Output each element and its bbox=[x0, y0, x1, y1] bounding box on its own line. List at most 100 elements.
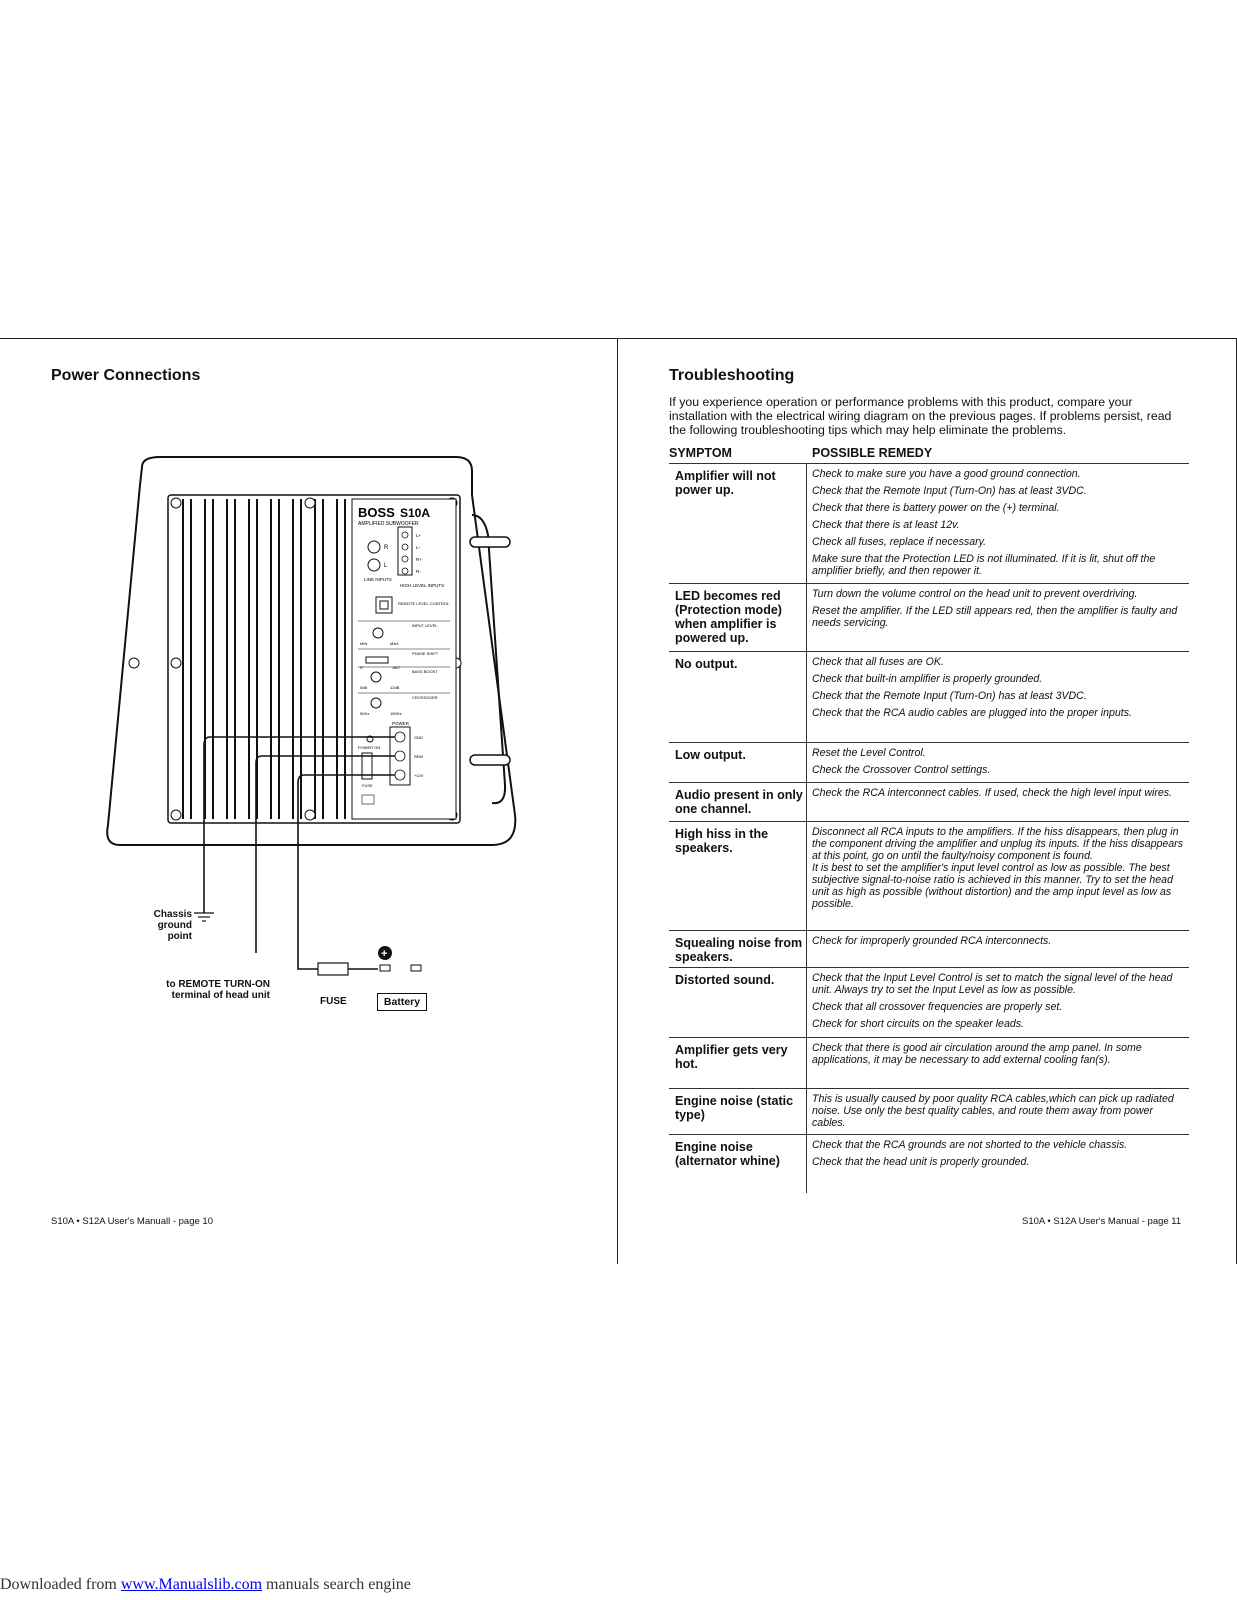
svg-text:INPUT LEVEL: INPUT LEVEL bbox=[412, 623, 438, 628]
table-row: Engine noise (static type) This is usual… bbox=[669, 1088, 1189, 1135]
table-row: Distorted sound. Check that the Input Le… bbox=[669, 967, 1189, 1038]
remedy-cell: Check the RCA interconnect cables. If us… bbox=[812, 787, 1189, 804]
handle-bar-top bbox=[469, 536, 511, 548]
svg-text:REM: REM bbox=[414, 754, 423, 759]
fuse-body bbox=[317, 962, 349, 976]
watermark-prefix: Downloaded from bbox=[0, 1576, 121, 1593]
svg-text:FUSE: FUSE bbox=[362, 783, 373, 788]
remedy-item: Check that the RCA grounds are not short… bbox=[812, 1139, 1128, 1151]
remedy-cell: This is usually caused by poor quality R… bbox=[812, 1093, 1189, 1134]
symptom-cell: Amplifier gets very hot. bbox=[675, 1043, 788, 1071]
troubleshooting-title: Troubleshooting bbox=[669, 367, 795, 384]
svg-text:150Hz: 150Hz bbox=[390, 711, 402, 716]
remedy-item: Reset the Level Control. bbox=[812, 747, 926, 759]
subtitle-text: AMPLIFIED SUBWOOFER bbox=[358, 521, 419, 527]
remedy-item: Check that all crossover frequencies are… bbox=[812, 1001, 1063, 1013]
remedy-item: Check for short circuits on the speaker … bbox=[812, 1018, 1024, 1030]
wires bbox=[203, 736, 395, 970]
svg-text:L-: L- bbox=[416, 545, 421, 550]
remedy-item: Check that there is at least 12v. bbox=[812, 519, 960, 531]
svg-text:GND: GND bbox=[414, 735, 423, 740]
svg-text:180°: 180° bbox=[392, 665, 401, 670]
remedy-item: Check all fuses, replace if necessary. bbox=[812, 536, 987, 548]
svg-text:MIN: MIN bbox=[360, 641, 367, 646]
remote-turn-on-label: to REMOTE TURN-ON terminal of head unit bbox=[166, 979, 270, 1001]
hl-terminal-block bbox=[397, 526, 413, 576]
footer-left: S10A • S12A User's Manuall - page 10 bbox=[51, 1216, 213, 1227]
svg-text:CROSSOVER: CROSSOVER bbox=[412, 695, 438, 700]
handle bbox=[471, 514, 507, 805]
symptom-cell: Amplifier will not power up. bbox=[675, 469, 776, 497]
svg-text:R+: R+ bbox=[416, 557, 422, 562]
symptom-cell: Engine noise (alternator whine) bbox=[675, 1140, 780, 1168]
table-row: Squealing noise from speakers. Check for… bbox=[669, 930, 1189, 968]
remedy-cell: Check for improperly grounded RCA interc… bbox=[812, 935, 1189, 952]
remedy-item: Check that there is battery power on the… bbox=[812, 502, 1060, 514]
remedy-item: Check to make sure you have a good groun… bbox=[812, 468, 1081, 480]
svg-text:+12V: +12V bbox=[414, 773, 424, 778]
remedy-cell: Check that there is good air circulation… bbox=[812, 1042, 1189, 1071]
remedy-item: Check that the RCA audio cables are plug… bbox=[812, 707, 1132, 719]
svg-text:0dB: 0dB bbox=[360, 685, 367, 690]
battery-label: Battery bbox=[377, 993, 427, 1011]
remedy-item: Check the RCA interconnect cables. If us… bbox=[812, 787, 1172, 799]
symptom-column-header: SYMPTOM bbox=[669, 446, 732, 460]
crossover-knob bbox=[370, 697, 382, 709]
remedy-item: Check that built-in amplifier is properl… bbox=[812, 673, 1043, 685]
table-row: Amplifier gets very hot. Check that ther… bbox=[669, 1037, 1189, 1089]
svg-text:R: R bbox=[384, 545, 389, 551]
svg-text:50Hz: 50Hz bbox=[360, 711, 369, 716]
remedy-item: This is usually caused by poor quality R… bbox=[812, 1093, 1174, 1129]
symptom-cell: Low output. bbox=[675, 748, 746, 762]
plus-sign: + bbox=[381, 948, 387, 960]
remedy-item: Check that the Remote Input (Turn-On) ha… bbox=[812, 690, 1087, 702]
svg-text:PHASE SHIFT: PHASE SHIFT bbox=[412, 651, 439, 656]
remedy-item: Check that the Remote Input (Turn-On) ha… bbox=[812, 485, 1087, 497]
page-divider bbox=[617, 338, 618, 1264]
battery-terminal-pos bbox=[379, 964, 391, 972]
symptom-cell: Engine noise (static type) bbox=[675, 1094, 794, 1122]
table-row: Low output. Reset the Level Control. Che… bbox=[669, 742, 1189, 783]
symptom-cell: LED becomes red (Protection mode) when a… bbox=[675, 589, 782, 645]
symptom-cell: No output. bbox=[675, 657, 738, 671]
wiring-diagram: BOSS S10A AMPLIFIED SUBWOOFER R L LINE I… bbox=[106, 456, 517, 976]
rca-l bbox=[367, 558, 381, 572]
chassis-ground-label: Chassis ground point bbox=[153, 909, 192, 942]
fuse-holder bbox=[361, 752, 373, 780]
remedy-cell: Check that all fuses are OK. Check that … bbox=[812, 656, 1189, 724]
high-level-inputs-label: HIGH LEVEL INPUTS bbox=[400, 583, 444, 588]
plus-sign-circle bbox=[378, 946, 392, 960]
svg-text:REMOTE LEVEL CONTROL: REMOTE LEVEL CONTROL bbox=[398, 601, 450, 606]
remedy-item: Check that all fuses are OK. bbox=[812, 656, 944, 668]
remedy-item: Check that there is good air circulation… bbox=[812, 1042, 1142, 1066]
svg-text:12dB: 12dB bbox=[390, 685, 400, 690]
remedy-item: Check that the Input Level Control is se… bbox=[812, 972, 1173, 996]
symptom-cell: High hiss in the speakers. bbox=[675, 827, 769, 855]
remedy-column-header: POSSIBLE REMEDY bbox=[812, 446, 933, 460]
table-row: High hiss in the speakers. Disconnect al… bbox=[669, 821, 1189, 931]
hl-terminal-screws bbox=[401, 531, 409, 575]
svg-text:POWER: POWER bbox=[392, 721, 410, 726]
svg-text:POWER ON: POWER ON bbox=[358, 745, 380, 750]
svg-text:L: L bbox=[384, 563, 388, 569]
table-row: LED becomes red (Protection mode) when a… bbox=[669, 583, 1189, 652]
remedy-cell: Check that the RCA grounds are not short… bbox=[812, 1139, 1189, 1173]
watermark-suffix: manuals search engine bbox=[262, 1576, 411, 1593]
rca-r bbox=[367, 540, 381, 554]
symptom-cell: Distorted sound. bbox=[675, 973, 775, 987]
manualslib-link[interactable]: www.Manualslib.com bbox=[120, 1576, 263, 1593]
symptom-cell: Audio present in only one channel. bbox=[675, 788, 803, 816]
power-connections-title: Power Connections bbox=[51, 367, 201, 384]
remedy-item: Turn down the volume control on the head… bbox=[812, 588, 1138, 600]
power-terminal-screws bbox=[394, 731, 406, 781]
remedy-cell: Check to make sure you have a good groun… bbox=[812, 468, 1189, 582]
remedy-cell: Check that the Input Level Control is se… bbox=[812, 972, 1189, 1035]
svg-text:0°: 0° bbox=[360, 665, 364, 670]
line-inputs-label: LINE INPUTS bbox=[364, 577, 392, 582]
svg-text:MAX: MAX bbox=[390, 641, 399, 646]
remedy-item: Check the Crossover Control settings. bbox=[812, 764, 991, 776]
phase-switch bbox=[365, 656, 389, 664]
heatsink-fins bbox=[182, 499, 368, 819]
handle-bar-bottom bbox=[469, 754, 511, 766]
footer-right: S10A • S12A User's Manual - page 11 bbox=[1022, 1216, 1182, 1227]
